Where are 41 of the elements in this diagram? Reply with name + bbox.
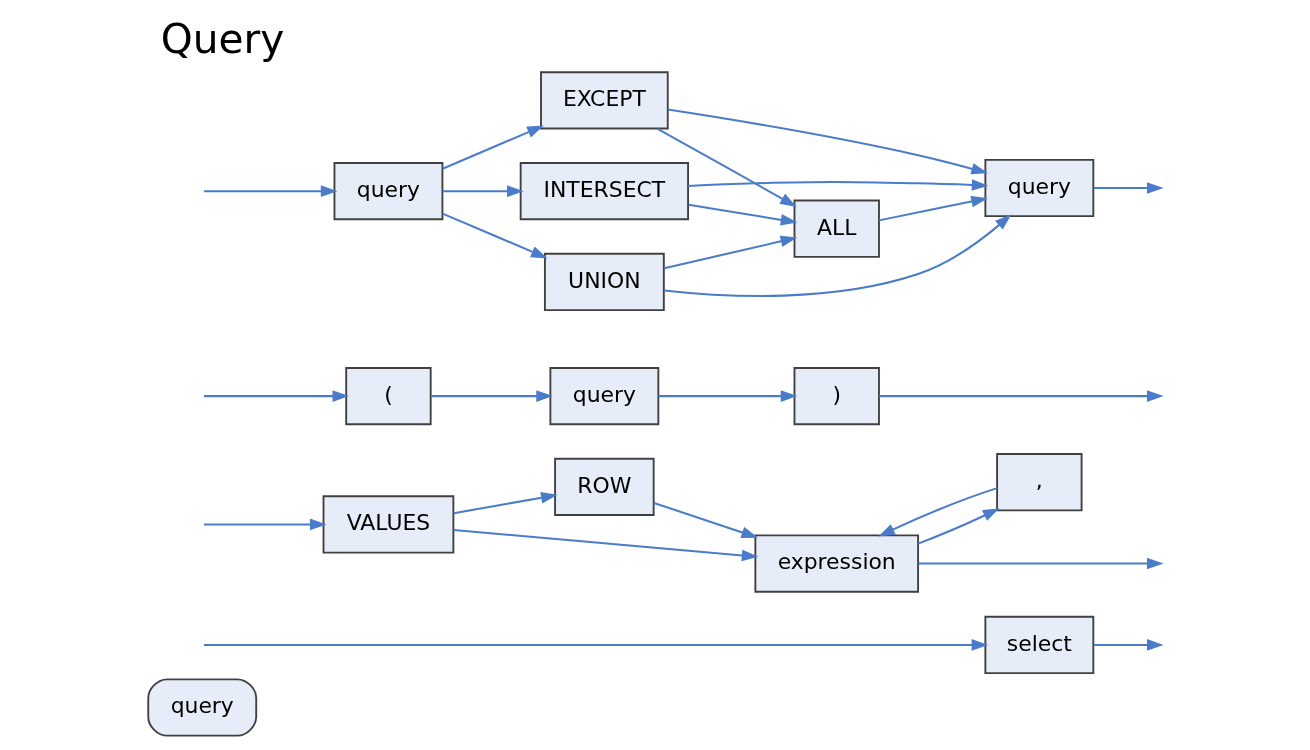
node-box: INTERSECT [519,162,690,221]
arrow [878,487,998,537]
node-box: UNION [543,252,665,311]
arrow [917,508,1000,545]
arrow [453,529,759,562]
arrow [656,127,797,207]
arrow [653,501,759,538]
node-box: ROW [554,457,655,516]
node-box: query [549,367,660,426]
arrow [431,390,553,402]
node-box: ) [793,367,880,426]
arrow [203,639,989,651]
node-box: query [984,158,1095,218]
node-box: expression [754,534,920,593]
arrow [658,390,798,402]
arrow [688,203,798,226]
node-box: , [996,453,1083,512]
node-box: VALUES [322,495,455,554]
arrow [918,557,1164,570]
arrow [203,518,327,531]
arrow [879,390,1164,402]
arrow [442,125,544,170]
node-box: select [984,615,1095,674]
arrow [664,235,798,270]
node-box: query [333,162,444,221]
node-box: query [147,678,258,737]
node-box: ( [345,367,432,426]
arrow [663,214,1012,297]
arrow [442,185,524,197]
node-box: ALL [793,199,880,258]
arrow [1093,182,1164,194]
arrow [667,108,988,175]
arrow [878,195,988,222]
arrow [203,185,338,197]
arrow [688,179,989,191]
arrow [1093,639,1164,651]
arrow [203,390,350,402]
arrow [453,492,558,515]
arrow [442,212,548,259]
diagram-title: Query [160,15,285,64]
node-box: EXCEPT [540,71,669,130]
